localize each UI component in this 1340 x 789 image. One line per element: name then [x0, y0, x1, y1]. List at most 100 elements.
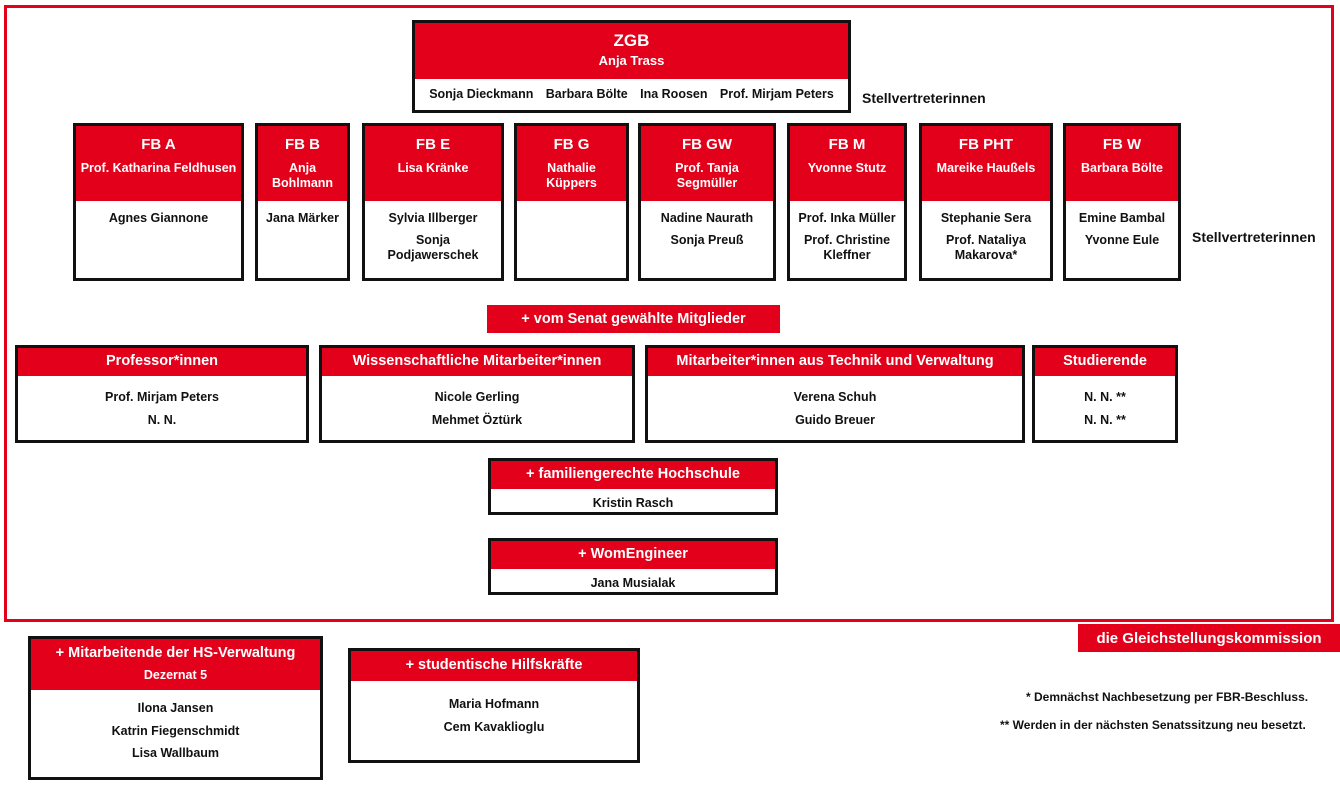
- department-code: FB GW: [682, 136, 732, 153]
- zgb-deputies: Sonja Dieckmann Barbara Bölte Ina Roosen…: [415, 78, 848, 110]
- member-name: Guido Breuer: [795, 412, 875, 427]
- group-members: Verena Schuh Guido Breuer: [648, 376, 1022, 440]
- deputy-name: Sylvia Illberger: [388, 211, 478, 225]
- department-deputies: [517, 201, 626, 278]
- group-title: Professor*innen: [18, 348, 306, 377]
- footnote-double-asterisk: ** Werden in der nächsten Senatssitzung …: [1000, 718, 1306, 732]
- department-header: FB E Lisa Kränke: [365, 126, 501, 201]
- card-title: + studentische Hilfskräfte: [351, 651, 637, 682]
- card-university-administration-staff: + Mitarbeitende der HS-Verwaltung Dezern…: [28, 636, 323, 780]
- zgb-card: ZGB Anja Trass Sonja Dieckmann Barbara B…: [412, 20, 851, 113]
- department-deputies: Prof. Inka Müller Prof. Christine Kleffn…: [790, 201, 904, 278]
- member-name: N. N. **: [1084, 390, 1126, 405]
- zgb-deputy: Sonja Dieckmann: [429, 87, 534, 102]
- member-name: Nicole Gerling: [434, 390, 520, 405]
- senate-group-students: Studierende N. N. ** N. N. **: [1032, 345, 1178, 443]
- card-members: Ilona Jansen Katrin Fiegenschmidt Lisa W…: [31, 690, 320, 777]
- deputy-name: Prof. Christine Kleffner: [803, 233, 891, 262]
- member-name: Lisa Wallbaum: [131, 746, 220, 761]
- commission-banner: die Gleichstellungskommission: [1078, 624, 1340, 652]
- department-person: Lisa Kränke: [397, 160, 469, 175]
- deputy-name: Nadine Naurath: [660, 211, 754, 225]
- zgb-deputy: Barbara Bölte: [545, 87, 628, 102]
- card-title-line1: + Mitarbeitende der HS-Verwaltung: [55, 645, 296, 661]
- card-title-line2: Dezernat 5: [143, 667, 208, 682]
- card-title: + familiengerechte Hochschule: [491, 461, 775, 490]
- deputy-name: Emine Bambal: [1078, 211, 1166, 225]
- department-card-fb-b: FB B Anja Bohlmann Jana Märker: [255, 123, 350, 281]
- department-deputies: Emine Bambal Yvonne Eule: [1066, 201, 1178, 278]
- department-person: Mareike Haußels: [936, 160, 1036, 175]
- member-name: Kristin Rasch: [592, 496, 674, 511]
- department-code: FB B: [285, 136, 320, 153]
- member-name: Jana Musialak: [590, 576, 676, 591]
- department-card-fb-gw: FB GW Prof. Tanja Segmüller Nadine Naura…: [638, 123, 776, 281]
- department-card-fb-e: FB E Lisa Kränke Sylvia Illberger Sonja …: [362, 123, 504, 281]
- deputy-name: Sonja Preuß: [670, 233, 744, 248]
- card-family-friendly-university: + familiengerechte Hochschule Kristin Ra…: [488, 458, 778, 515]
- department-deputies: Stephanie Sera Prof. Nataliya Makarova*: [922, 201, 1050, 278]
- deputy-name: Jana Märker: [266, 211, 339, 225]
- department-header: FB B Anja Bohlmann: [258, 126, 347, 201]
- department-header: FB A Prof. Katharina Feldhusen: [76, 126, 241, 201]
- department-person: Nathalie Küppers: [546, 160, 597, 191]
- group-members: Nicole Gerling Mehmet Öztürk: [322, 376, 632, 440]
- department-person: Barbara Bölte: [1081, 160, 1163, 175]
- zgb-deputy: Ina Roosen: [640, 87, 708, 102]
- department-person: Anja Bohlmann: [271, 160, 334, 191]
- zgb-person: Anja Trass: [598, 53, 665, 69]
- deputy-name: Yvonne Eule: [1084, 233, 1160, 248]
- deputy-name: Sonja Podjawerschek: [387, 233, 479, 262]
- zgb-deputy: Prof. Mirjam Peters: [719, 87, 834, 102]
- card-members: Kristin Rasch: [491, 489, 775, 512]
- department-card-fb-pht: FB PHT Mareike Haußels Stephanie Sera Pr…: [919, 123, 1053, 281]
- deputy-name: Prof. Nataliya Makarova*: [946, 233, 1026, 262]
- member-name: N. N.: [147, 412, 177, 427]
- senate-group-academic-staff: Wissenschaftliche Mitarbeiter*innen Nico…: [319, 345, 635, 443]
- group-title: Mitarbeiter*innen aus Technik und Verwal…: [648, 348, 1022, 377]
- group-title: Studierende: [1035, 348, 1175, 377]
- department-code: FB A: [141, 136, 176, 153]
- member-name: Cem Kavaklioglu: [443, 719, 545, 734]
- department-header: FB W Barbara Bölte: [1066, 126, 1178, 201]
- department-deputies: Sylvia Illberger Sonja Podjawerschek: [365, 201, 501, 278]
- deputy-name: Prof. Inka Müller: [798, 211, 896, 225]
- zgb-title: ZGB: [613, 31, 650, 50]
- department-code: FB E: [415, 136, 451, 153]
- deputy-name: Agnes Giannone: [108, 211, 209, 225]
- department-deputies: Agnes Giannone: [76, 201, 241, 278]
- senate-elected-label: + vom Senat gewählte Mitglieder: [487, 305, 780, 333]
- department-code: FB G: [553, 136, 590, 153]
- footnote-single-asterisk: * Demnächst Nachbesetzung per FBR-Beschl…: [1026, 690, 1309, 704]
- group-members: N. N. ** N. N. **: [1035, 376, 1175, 440]
- department-code: FB W: [1102, 136, 1142, 153]
- deputy-name: Stephanie Sera: [940, 211, 1032, 225]
- zgb-header: ZGB Anja Trass: [415, 23, 848, 79]
- card-womengineer: + WomEngineer Jana Musialak: [488, 538, 778, 595]
- card-members: Jana Musialak: [491, 569, 775, 592]
- group-members: Prof. Mirjam Peters N. N.: [18, 376, 306, 440]
- member-name: Prof. Mirjam Peters: [105, 390, 219, 405]
- zgb-deputies-caption: Stellvertreterinnen: [862, 90, 986, 106]
- department-code: FB M: [828, 136, 866, 153]
- department-deputies: Nadine Naurath Sonja Preuß: [641, 201, 773, 278]
- group-title: Wissenschaftliche Mitarbeiter*innen: [322, 348, 632, 377]
- department-header: FB PHT Mareike Haußels: [922, 126, 1050, 201]
- member-name: N. N. **: [1084, 412, 1126, 427]
- department-card-fb-m: FB M Yvonne Stutz Prof. Inka Müller Prof…: [787, 123, 907, 281]
- commission-frame: [4, 5, 1334, 622]
- senate-group-technical-admin-staff: Mitarbeiter*innen aus Technik und Verwal…: [645, 345, 1025, 443]
- card-members: Maria Hofmann Cem Kavaklioglu: [351, 681, 637, 760]
- member-name: Ilona Jansen: [137, 701, 214, 716]
- senate-group-professors: Professor*innen Prof. Mirjam Peters N. N…: [15, 345, 309, 443]
- department-person: Yvonne Stutz: [807, 160, 887, 175]
- member-name: Verena Schuh: [793, 390, 877, 405]
- department-card-fb-g: FB G Nathalie Küppers: [514, 123, 629, 281]
- department-deputies: Jana Märker: [258, 201, 347, 278]
- department-card-fb-a: FB A Prof. Katharina Feldhusen Agnes Gia…: [73, 123, 244, 281]
- department-person: Prof. Tanja Segmüller: [675, 160, 739, 191]
- member-name: Maria Hofmann: [448, 697, 540, 712]
- member-name: Mehmet Öztürk: [431, 412, 523, 427]
- department-person: Prof. Katharina Feldhusen: [80, 160, 237, 175]
